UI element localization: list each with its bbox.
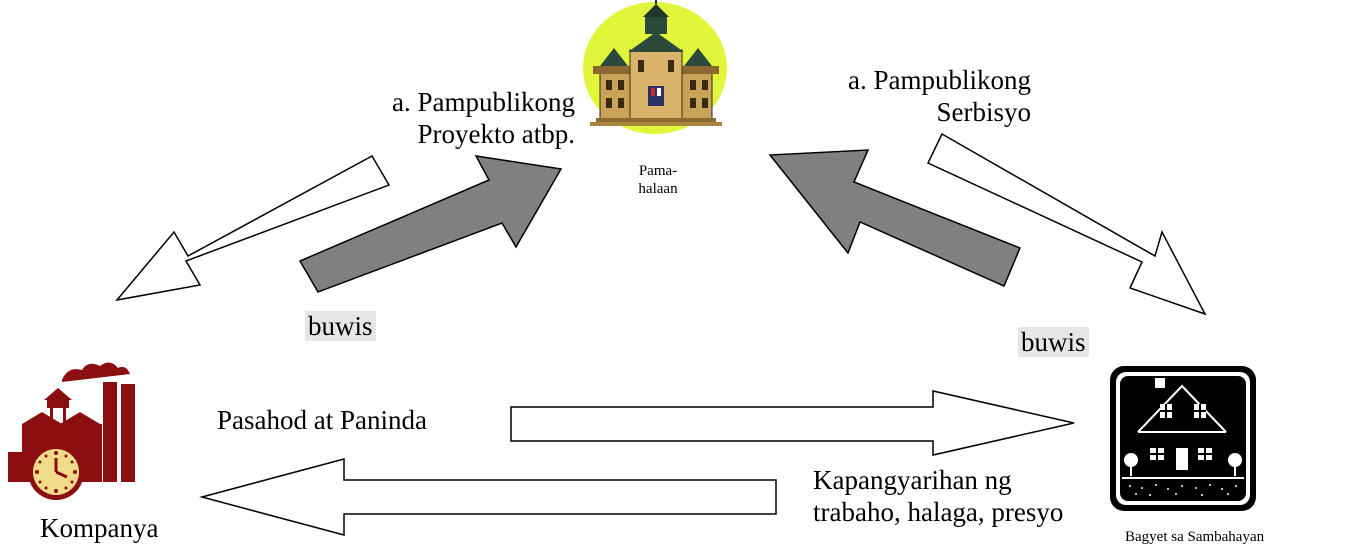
services-label: a. Pampublikong Serbisyo xyxy=(848,64,1031,129)
government-label-line2: halaan xyxy=(638,181,678,197)
arrow-tax-household-to-gov xyxy=(768,149,1021,287)
services-label-line1: a. Pampublikong xyxy=(848,65,1031,95)
projects-label-line1: a. Pampublikong xyxy=(392,87,575,117)
arrow-tax-company-to-gov xyxy=(298,155,563,293)
labor-power-label: Kapangyarihan ng trabaho, halaga, presyo xyxy=(813,464,1063,529)
arrow-projects-to-company xyxy=(115,154,391,302)
labor-power-label-line1: Kapangyarihan ng xyxy=(813,465,1012,495)
arrow-services-to-household xyxy=(926,132,1207,316)
tax-label-left: buwis xyxy=(305,310,376,342)
government-label: Pama- halaan xyxy=(628,162,688,198)
arrow-wages-to-household xyxy=(510,390,1075,456)
wages-label: Pasahod at Paninda xyxy=(217,405,427,435)
tax-label-left-text: buwis xyxy=(305,311,376,341)
government-label-line1: Pama- xyxy=(638,163,678,179)
projects-label-line2: Proyekto atbp. xyxy=(417,119,575,150)
household-label: Bagyet sa Sambahayan xyxy=(1125,529,1265,545)
labor-power-label-line2: trabaho, halaga, presyo xyxy=(813,497,1064,528)
company-label: Kompanya xyxy=(40,513,159,543)
arrow-labor-to-company xyxy=(199,458,777,536)
tax-label-right-text: buwis xyxy=(1018,327,1089,357)
tax-label-right: buwis xyxy=(1018,326,1089,358)
services-label-line2: Serbisyo xyxy=(936,97,1032,128)
projects-label: a. Pampublikong Proyekto atbp. xyxy=(392,86,575,151)
